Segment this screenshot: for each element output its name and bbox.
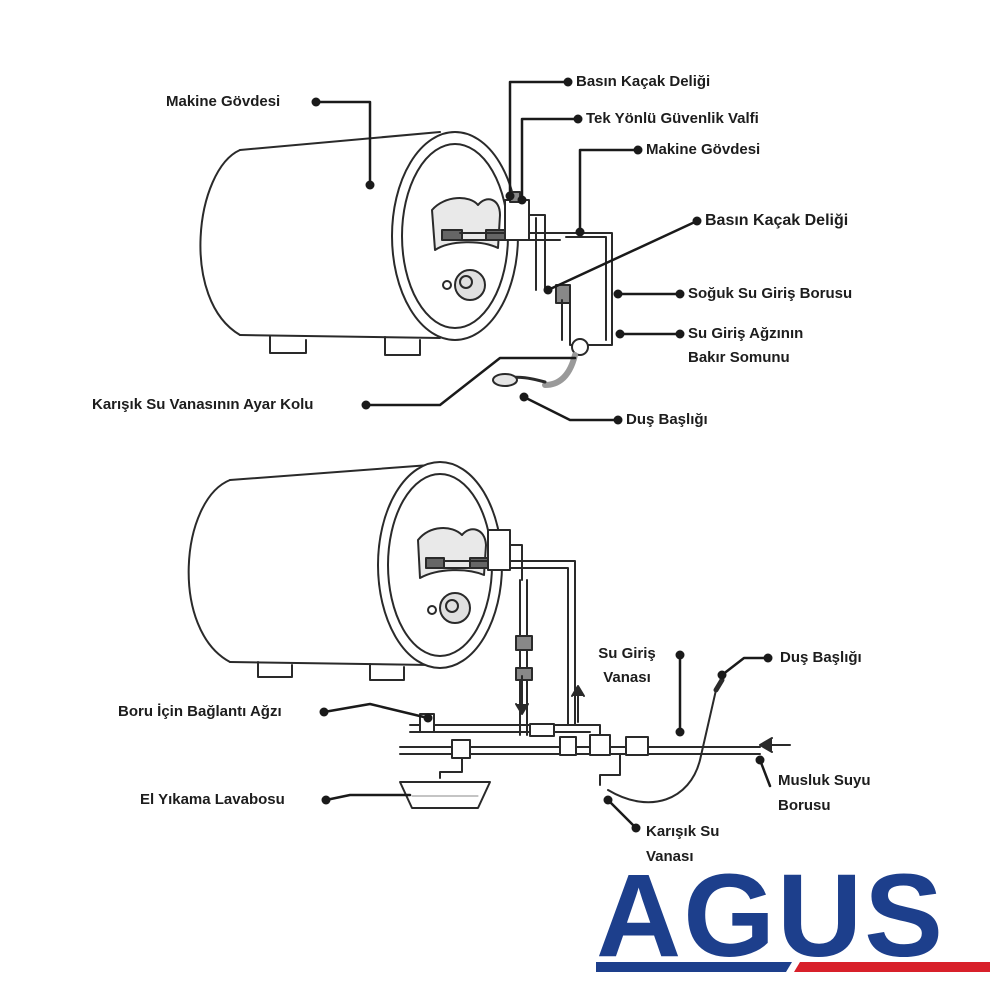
leader-lines-top — [314, 80, 699, 422]
leader-dots-bottom — [319, 650, 773, 833]
label-pressure-leak-hole-top: Basın Kaçak Deliği — [576, 73, 711, 90]
leader-dots-top — [311, 77, 702, 425]
boiler-bottom — [187, 461, 791, 809]
label-mixing-valve-lever: Karışık Su Vanasının Ayar Kolu — [92, 396, 314, 413]
label-body-right: Makine Gövdesi — [646, 141, 761, 158]
label-water-inlet-valve-line2: Vanası — [603, 669, 651, 686]
label-inlet-copper-nut-line1: Su Giriş Ağzının — [688, 325, 804, 342]
label-cold-water-inlet-pipe: Soğuk Su Giriş Borusu — [688, 285, 853, 302]
logo-stripes — [596, 962, 990, 972]
label-shower-head-bottom: Duş Başlığı — [780, 649, 862, 666]
boiler-top — [199, 131, 613, 388]
label-tap-water-pipe-line2: Borusu — [778, 797, 831, 814]
label-mixing-valve-line2: Vanası — [646, 848, 694, 865]
label-shower-head-top: Duş Başlığı — [626, 411, 708, 428]
label-one-way-safety-valve: Tek Yönlü Güvenlik Valfi — [586, 110, 759, 127]
label-mixing-valve-line1: Karışık Su — [646, 823, 720, 840]
leader-lines-bottom — [322, 653, 772, 830]
label-water-inlet-valve-line1: Su Giriş — [598, 645, 656, 662]
label-tap-water-pipe-line1: Musluk Suyu — [778, 772, 871, 789]
label-body-top-left: Makine Gövdesi — [166, 93, 281, 110]
label-pipe-connection-port: Boru İçin Bağlantı Ağzı — [118, 703, 282, 720]
label-inlet-copper-nut-line2: Bakır Somunu — [688, 349, 790, 366]
label-pressure-leak-hole-mid: Basın Kaçak Deliği — [705, 212, 849, 229]
label-hand-wash-basin: El Yıkama Lavabosu — [140, 791, 285, 808]
agus-logo: AGUS — [596, 850, 945, 982]
